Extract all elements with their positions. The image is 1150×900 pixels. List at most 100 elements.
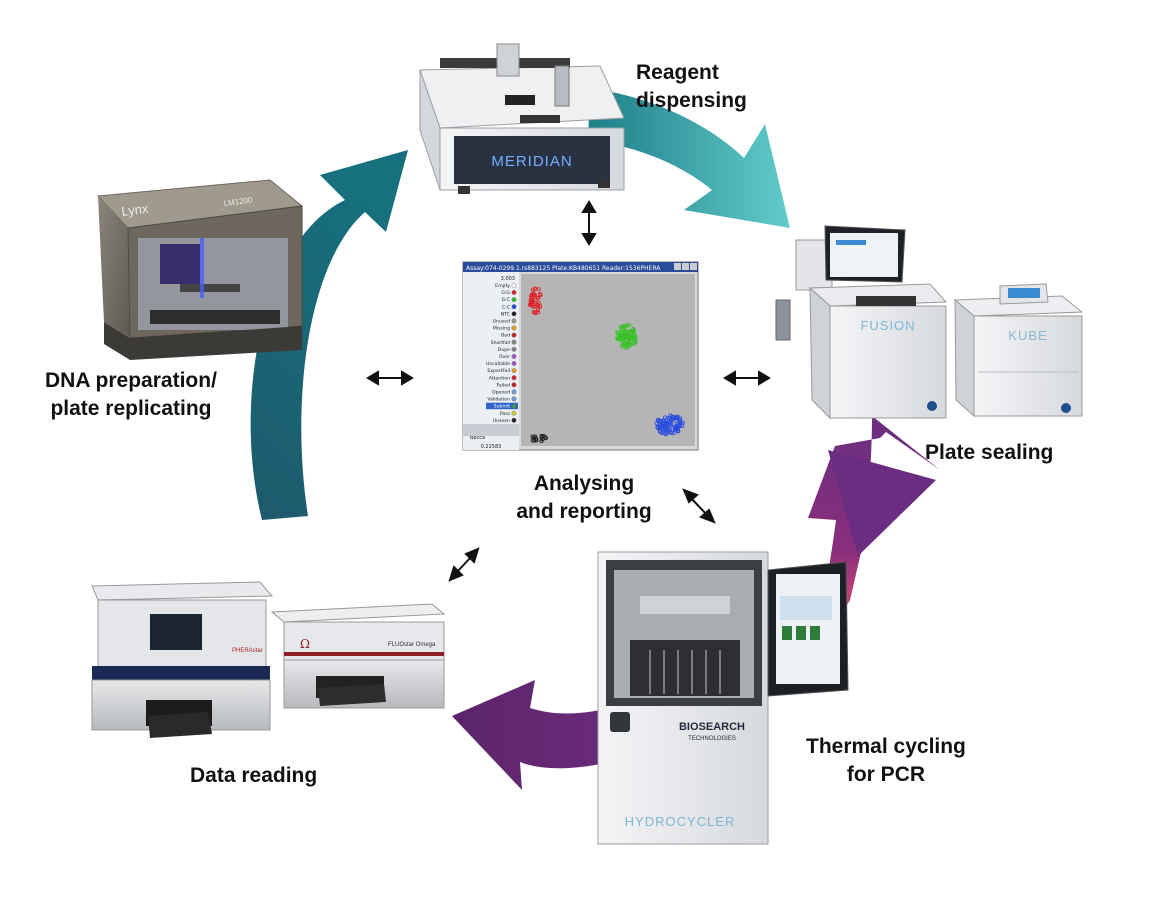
legend-marker	[511, 332, 517, 338]
software-top-value: 3.003	[501, 276, 515, 282]
label-thermal-line1: Thermal cycling	[806, 735, 966, 758]
legend-item: Submit	[494, 404, 510, 410]
double-arrow-bottom-right	[682, 488, 716, 524]
cluster-blue-point	[668, 427, 673, 432]
label-reagent-dispensing: Reagent dispensing	[636, 59, 747, 115]
legend-marker	[511, 297, 517, 302]
genotyping-software-window: Assay:074-0299.1.rs883125 Plate:KB480651…	[462, 261, 699, 451]
legend-marker	[511, 318, 517, 324]
label-sealing-line1: Plate sealing	[925, 441, 1054, 464]
legend-marker	[511, 382, 517, 388]
legend-item: Failed	[497, 382, 510, 388]
cluster-red-point	[537, 292, 543, 297]
fusion-logo: FUSION	[860, 318, 915, 333]
legend-item: Pass	[500, 411, 511, 417]
cluster-green-point	[621, 344, 626, 349]
legend-item: Unseen	[493, 418, 510, 424]
cluster-blue-point	[671, 431, 676, 436]
svg-text:Ω: Ω	[300, 637, 310, 651]
cluster-red-point	[536, 287, 541, 292]
legend-marker	[511, 339, 517, 345]
cluster-ntc-point	[534, 438, 539, 443]
legend-item: Attention	[489, 375, 510, 381]
cluster-blue-point	[661, 418, 666, 423]
cluster-green-point	[622, 331, 627, 336]
label-thermal-line2: for PCR	[846, 763, 926, 786]
lynx-logo: Lynx	[121, 201, 150, 219]
fluostar-reader-image: FLUOstar Omega Ω	[270, 603, 446, 709]
legend-marker	[511, 368, 517, 373]
cluster-red-point	[530, 304, 535, 309]
lynx-replicator-image: Lynx LM1200	[96, 179, 304, 360]
software-bottom-value: 0.22583	[481, 444, 502, 450]
lynx-model: LM1200	[223, 195, 253, 208]
hydrocycler-logo: HYDROCYCLER	[625, 814, 736, 829]
legend-marker	[511, 375, 517, 381]
cluster-green-point	[625, 344, 630, 349]
cluster-green-point	[630, 328, 635, 333]
pherastar-reader-image: PHERAstar	[91, 581, 274, 738]
double-arrow-top	[581, 200, 597, 246]
hydrocycler-image: BIOSEARCH TECHNOLOGIES HYDROCYCLER	[597, 551, 849, 845]
cluster-blue-point	[680, 423, 685, 428]
arrow-dispensing-to-sealing	[588, 88, 790, 228]
cluster-green-point	[632, 337, 638, 342]
legend-item: G:G	[501, 290, 510, 296]
biosearch-logo: BIOSEARCH	[679, 721, 745, 733]
software-legend: EmptyG:GG:CC:CNTCUnusedMissingBadShortfa…	[486, 282, 518, 424]
legend-marker	[511, 403, 517, 409]
legend-marker	[511, 417, 517, 423]
pherastar-logo: PHERAstar	[232, 648, 263, 654]
software-user: Becca	[470, 435, 485, 441]
legend-marker	[511, 346, 517, 352]
legend-item: ExportFail	[487, 368, 510, 374]
label-reading-line1: Data reading	[190, 764, 318, 787]
legend-marker	[511, 361, 517, 366]
cluster-blue-point	[672, 415, 677, 420]
cluster-green-point	[628, 336, 633, 341]
label-plate-sealing: Plate sealing	[925, 439, 1053, 467]
label-dna-line1: DNA preparation/	[45, 369, 217, 392]
scatter-clusters	[527, 286, 685, 444]
label-dna-preparation: DNA preparation/ plate replicating	[45, 367, 217, 423]
cluster-blue-point	[676, 417, 681, 422]
label-analysing-reporting: Analysing and reporting	[503, 470, 665, 526]
legend-marker	[511, 410, 517, 416]
legend-marker	[511, 282, 517, 288]
cluster-green-point	[631, 331, 636, 336]
label-reagent-line1: Reagent	[636, 61, 719, 84]
legend-item: Opened	[492, 390, 510, 396]
legend-item: Over	[499, 354, 510, 360]
fusion-sealer-image: FUSION	[775, 225, 948, 420]
cluster-red-point	[532, 292, 537, 297]
legend-marker	[511, 353, 517, 359]
label-data-reading: Data reading	[190, 762, 317, 790]
label-reagent-line2: dispensing	[636, 89, 747, 112]
cluster-blue-point	[677, 424, 682, 429]
cluster-red-point	[538, 304, 543, 309]
fluostar-logo: FLUOstar Omega	[388, 642, 436, 648]
legend-item: Empty	[495, 283, 510, 289]
cluster-red-point	[536, 295, 541, 300]
cluster-ntc-point	[539, 434, 544, 439]
cluster-green-point	[627, 322, 632, 327]
legend-item: Uncallable	[486, 361, 510, 367]
cluster-green-point	[624, 323, 630, 328]
label-analysing-line1: Analysing	[533, 472, 635, 495]
cluster-blue-point	[660, 429, 665, 434]
biosearch-sub: TECHNOLOGIES	[688, 736, 736, 742]
cluster-ntc-point	[543, 436, 548, 441]
legend-item: Missing	[493, 326, 510, 332]
legend-item: Unused	[493, 319, 510, 325]
cluster-blue-point	[661, 426, 667, 431]
cluster-red-point	[535, 308, 541, 313]
cluster-blue-point	[663, 420, 668, 425]
legend-highlight	[486, 402, 518, 410]
legend-item: Dupe	[498, 347, 510, 353]
cluster-blue-point	[654, 421, 659, 426]
legend-item: G:C	[502, 297, 510, 303]
cycle-arrows	[250, 88, 940, 790]
cluster-green-point	[626, 329, 632, 334]
meridian-logo: MERIDIAN	[491, 153, 572, 170]
arrow-dna-to-dispensing	[250, 150, 408, 520]
